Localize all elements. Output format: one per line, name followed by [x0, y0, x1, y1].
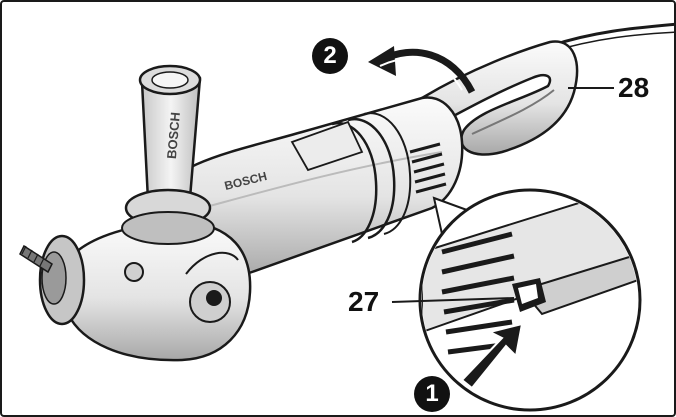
power-cord [549, 22, 674, 48]
switch-panel [290, 120, 364, 172]
push-arrow [460, 322, 524, 390]
step-badge-2: 2 [312, 38, 348, 74]
step-badge-1: 1 [414, 376, 450, 412]
callout-label-27: 27 [348, 286, 380, 317]
vent-slots [409, 142, 447, 194]
spindle-lock-button [124, 262, 144, 282]
detail-magnifier [418, 188, 642, 412]
rear-handle [419, 40, 579, 156]
callout-label-28: 28 [618, 72, 650, 103]
leader-27 [391, 297, 515, 303]
